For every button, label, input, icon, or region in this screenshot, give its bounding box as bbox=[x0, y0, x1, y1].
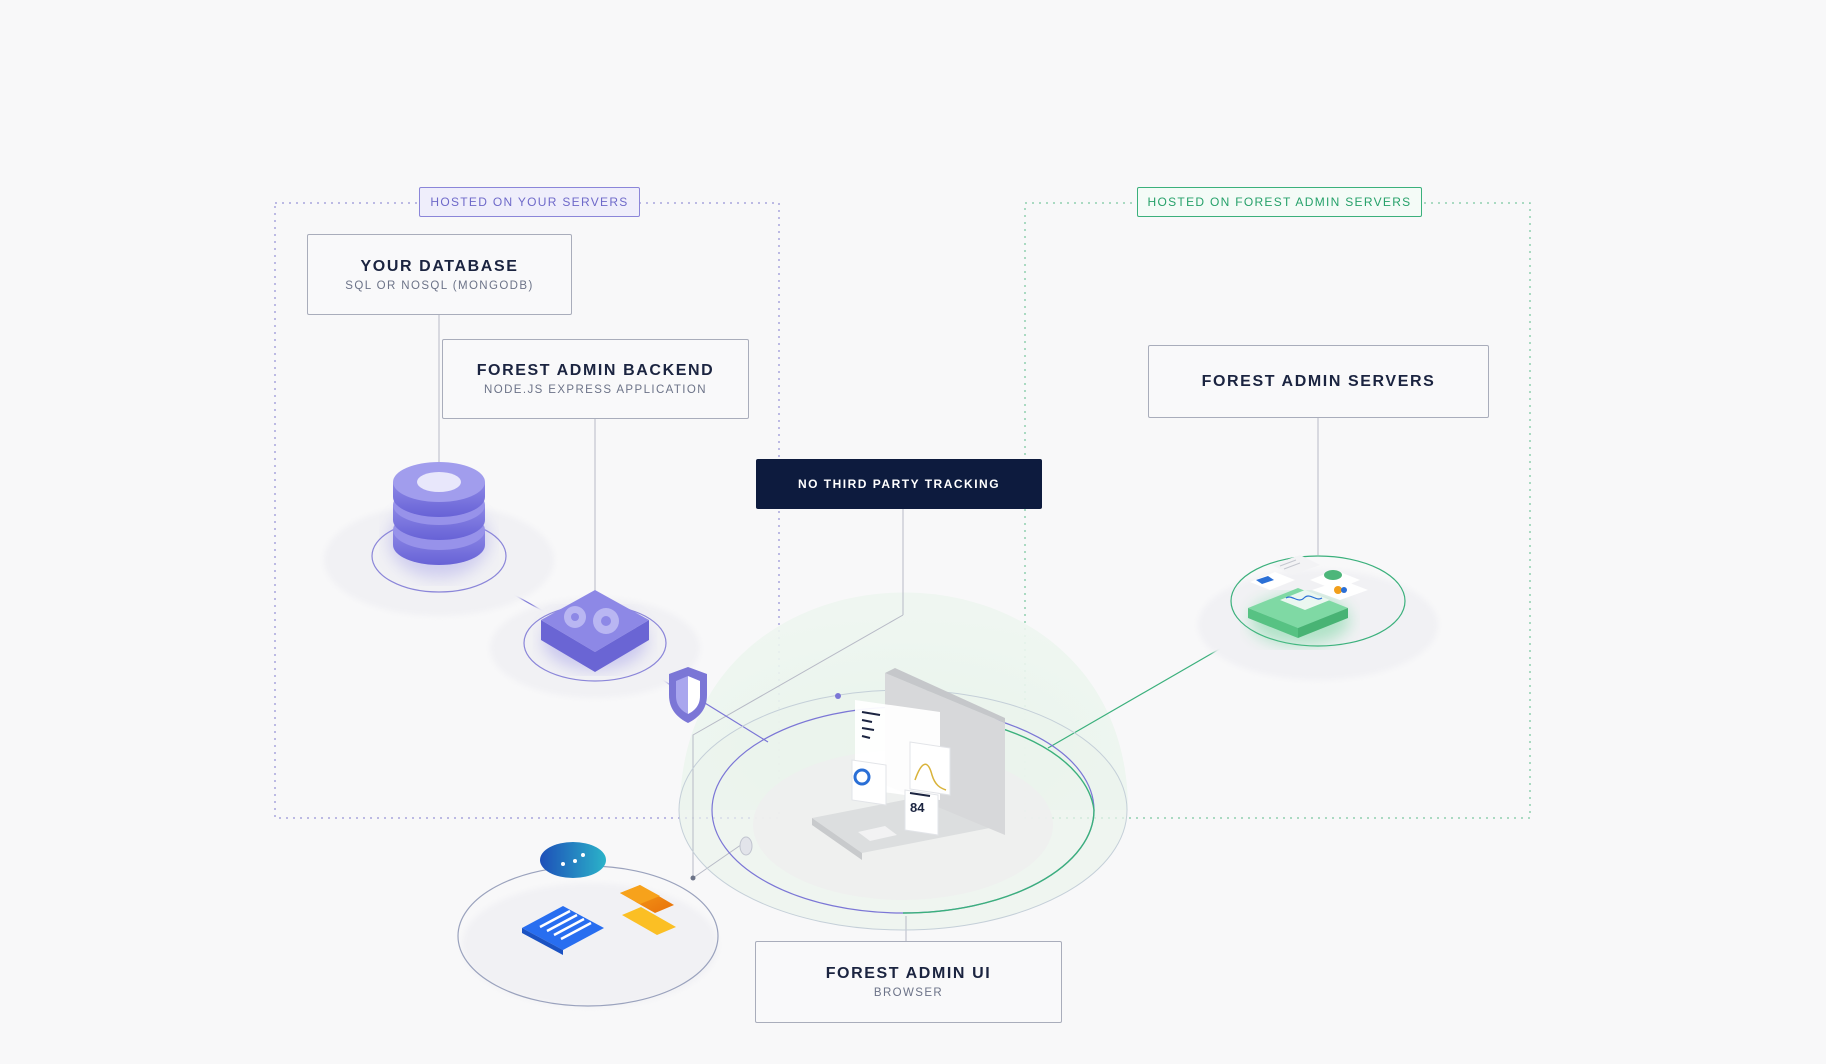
backend-node: FOREST ADMIN BACKEND NODE.JS EXPRESS APP… bbox=[442, 339, 749, 419]
database-node: YOUR DATABASE SQL OR NOSQL (MONGODB) bbox=[307, 234, 572, 315]
gears-icon bbox=[490, 590, 700, 698]
hosted-on-your-servers-tag: HOSTED ON YOUR SERVERS bbox=[419, 187, 640, 217]
forest-ui-node: FOREST ADMIN UI BROWSER bbox=[755, 941, 1062, 1023]
forest-servers-title: FOREST ADMIN SERVERS bbox=[1201, 372, 1436, 390]
backend-subtitle: NODE.JS EXPRESS APPLICATION bbox=[484, 384, 707, 396]
shield-icon bbox=[669, 667, 707, 723]
database-icon bbox=[324, 462, 554, 616]
no-third-party-tracking-badge: NO THIRD PARTY TRACKING bbox=[756, 459, 1042, 509]
analytics-icon bbox=[620, 885, 676, 935]
intercom-icon bbox=[522, 906, 604, 955]
forest-servers-node: FOREST ADMIN SERVERS bbox=[1148, 345, 1489, 418]
backend-title: FOREST ADMIN BACKEND bbox=[476, 362, 715, 379]
dashboard-widgets-icon bbox=[1198, 555, 1438, 680]
database-subtitle: SQL OR NOSQL (MONGODB) bbox=[345, 279, 534, 292]
forest-ui-subtitle: BROWSER bbox=[873, 987, 944, 999]
chat-bubble-icon bbox=[540, 842, 606, 878]
forest-ui-title: FOREST ADMIN UI bbox=[825, 965, 992, 982]
hosted-on-forest-servers-tag: HOSTED ON FOREST ADMIN SERVERS bbox=[1137, 187, 1422, 217]
laptop-icon: 84 bbox=[678, 668, 1128, 931]
database-title: YOUR DATABASE bbox=[360, 257, 519, 275]
laptop-metric: 84 bbox=[910, 800, 925, 815]
